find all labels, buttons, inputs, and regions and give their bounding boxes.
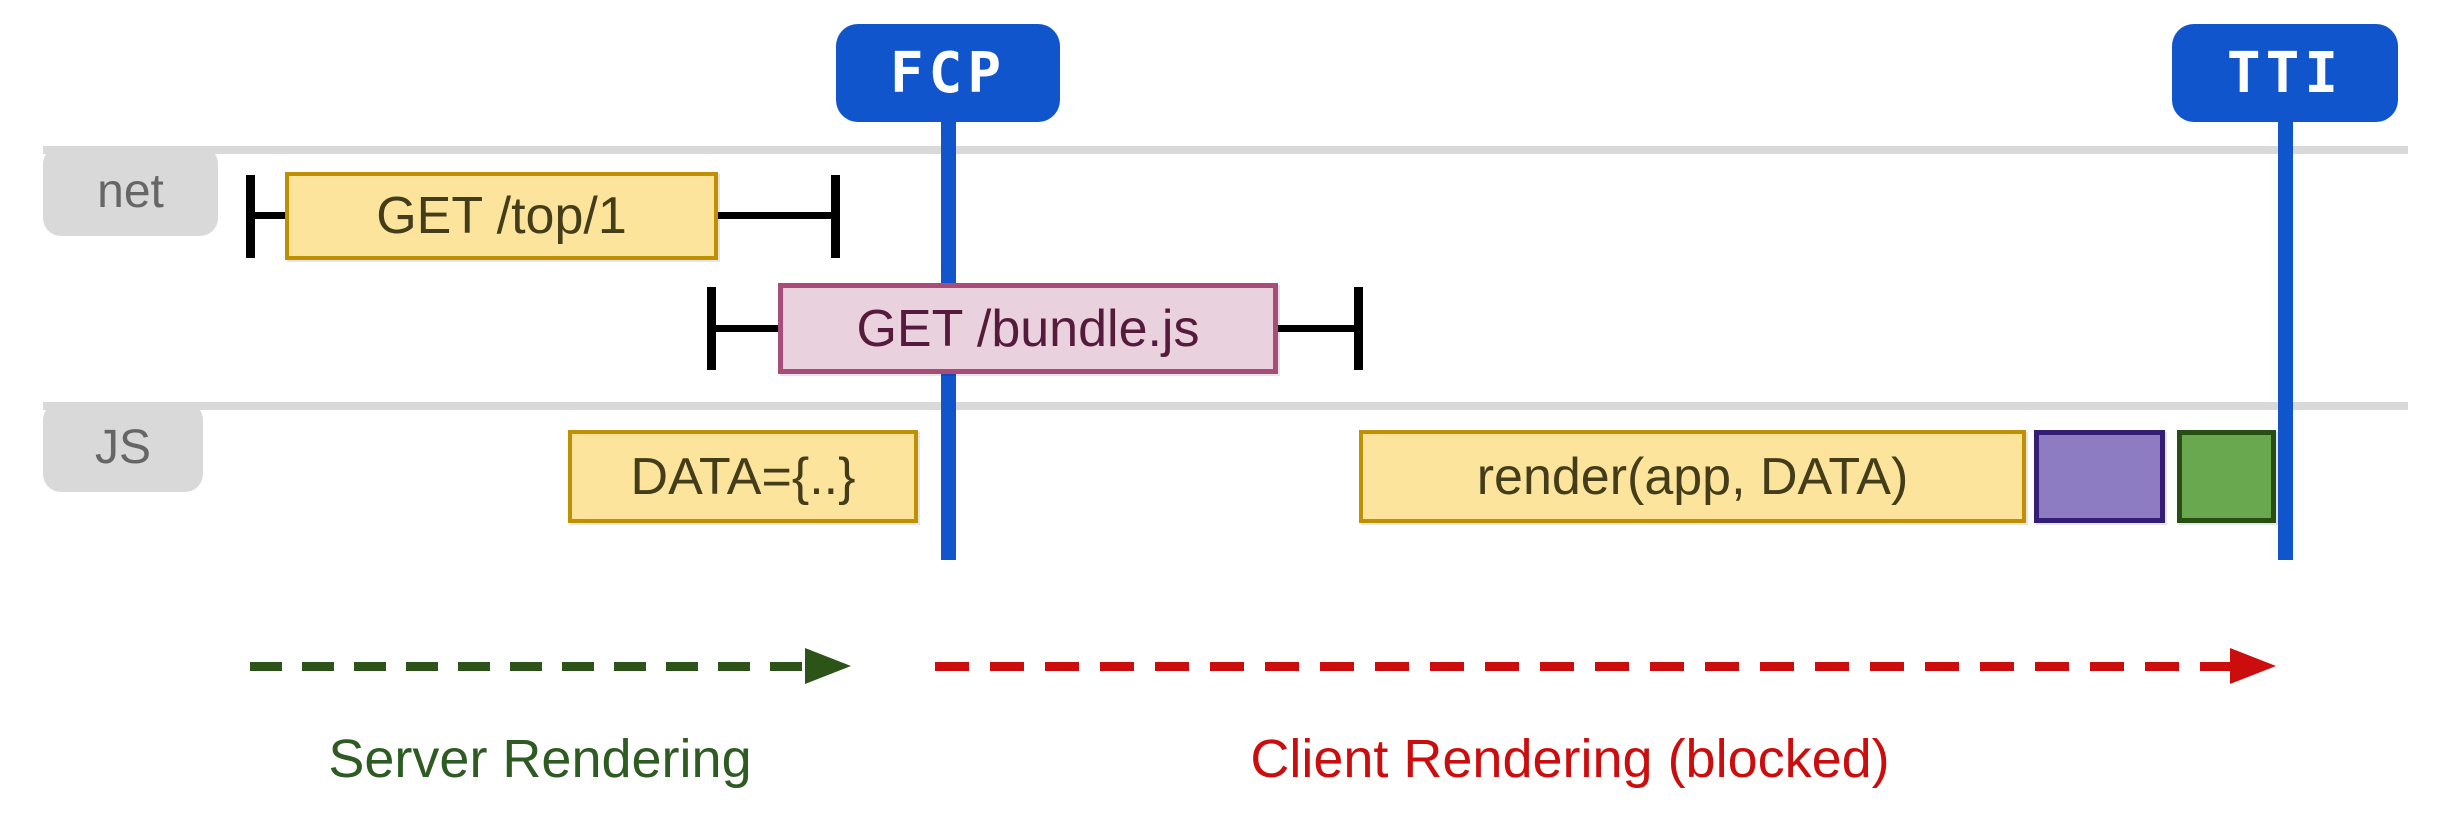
js-task-data: DATA={..} xyxy=(568,430,918,523)
client-rendering-arrowhead-icon xyxy=(2230,648,2276,684)
net-lane-line xyxy=(43,146,2408,154)
request-top1-end-tick xyxy=(831,175,840,258)
client-rendering-label: Client Rendering (blocked) xyxy=(1250,729,1890,789)
js-lane-label: JS xyxy=(43,402,203,492)
request-top1-start-connector xyxy=(250,212,290,219)
js-task-render: render(app, DATA) xyxy=(1359,430,2026,523)
request-bundle-end-tick xyxy=(1354,287,1363,370)
request-bar-bundle: GET /bundle.js xyxy=(778,283,1278,374)
tti-badge: TTI xyxy=(2172,24,2398,122)
js-task-green xyxy=(2177,430,2276,523)
request-bar-top1: GET /top/1 xyxy=(285,172,718,260)
server-rendering-arrowhead-icon xyxy=(805,648,851,684)
server-rendering-arrow xyxy=(250,662,805,671)
request-bundle-end-connector xyxy=(1274,325,1358,332)
js-task-purple xyxy=(2034,430,2165,523)
tti-marker-line xyxy=(2278,118,2293,560)
request-top1-end-connector xyxy=(714,212,835,219)
client-rendering-arrow xyxy=(935,662,2230,671)
fcp-badge: FCP xyxy=(836,24,1060,122)
server-rendering-label: Server Rendering xyxy=(328,729,752,789)
request-bundle-start-tick xyxy=(707,287,716,370)
request-bundle-start-connector xyxy=(712,325,782,332)
js-lane-line xyxy=(43,402,2408,410)
net-lane-label: net xyxy=(43,146,218,236)
